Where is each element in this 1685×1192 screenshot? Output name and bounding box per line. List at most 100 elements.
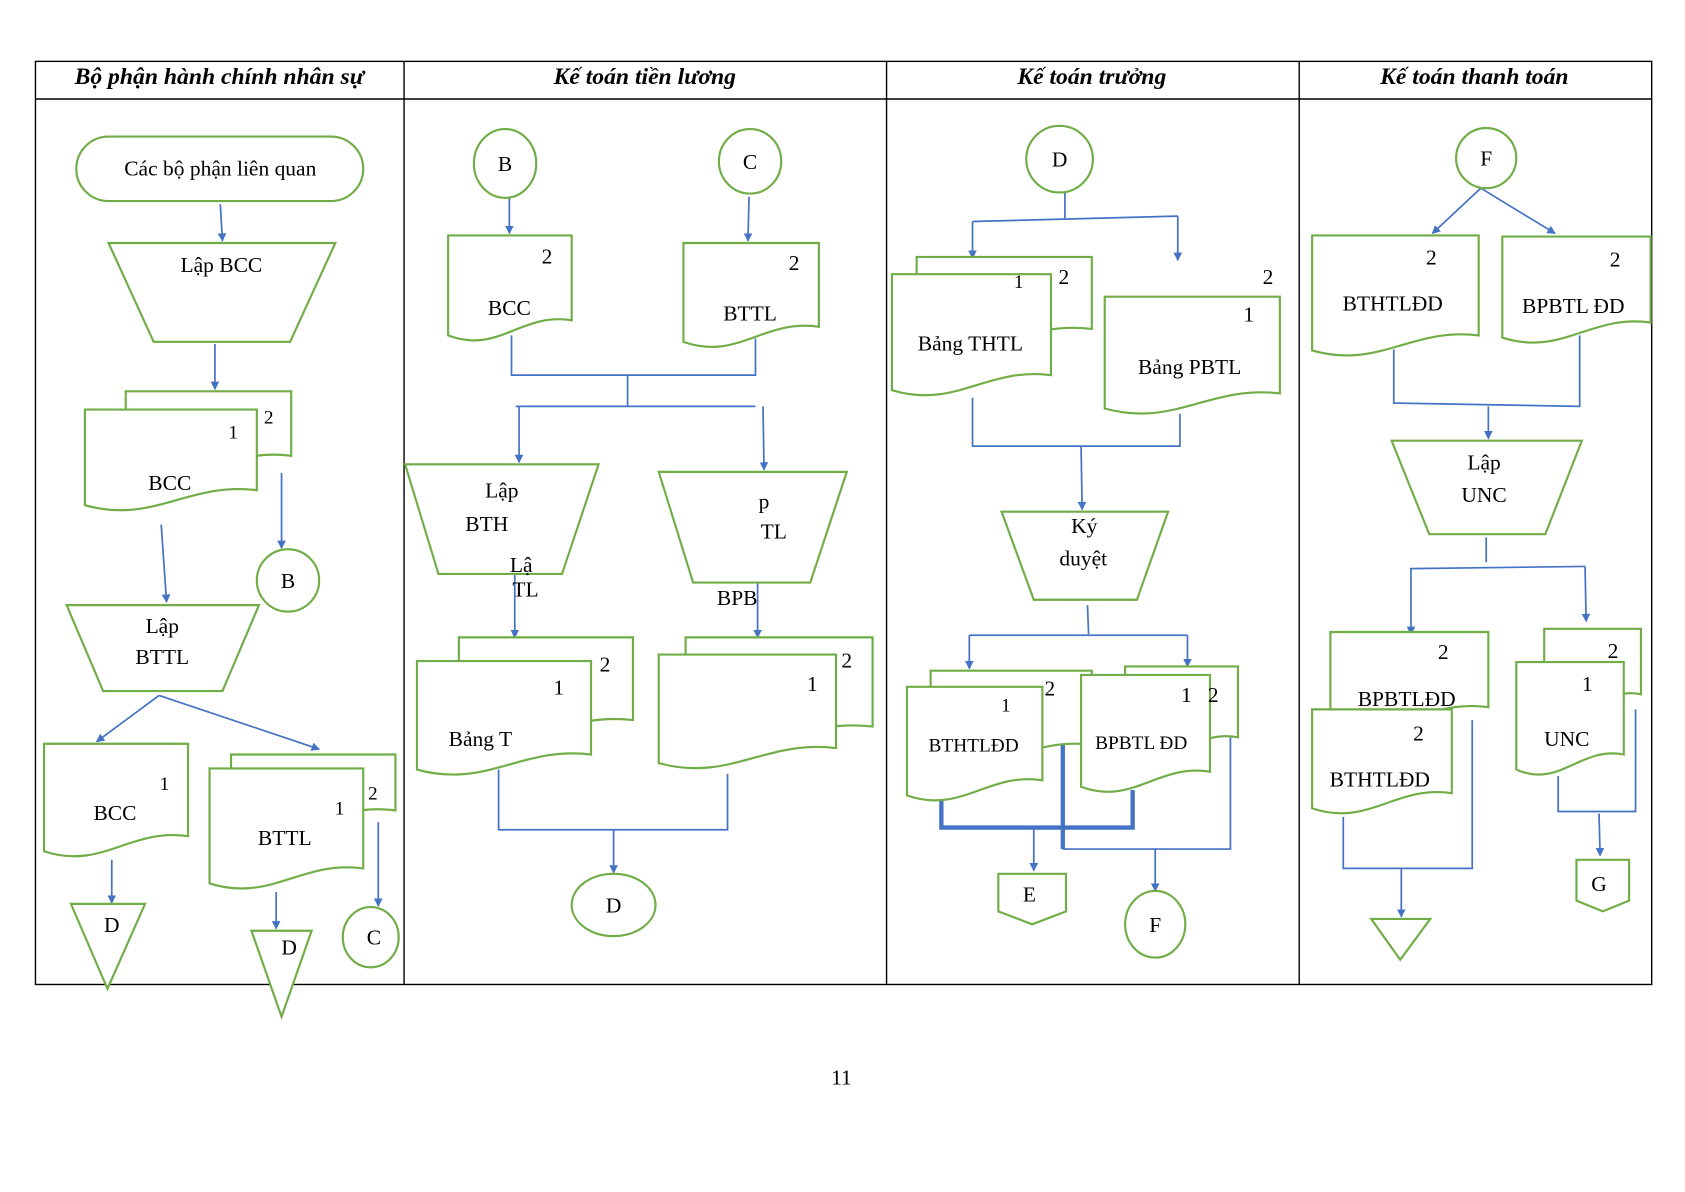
document-shape bbox=[447, 234, 573, 342]
shape-label: BTHTLĐD bbox=[1343, 292, 1443, 316]
manual-operation-shape bbox=[106, 241, 337, 343]
flow-line bbox=[1392, 335, 1581, 408]
shape-label: BPB bbox=[717, 586, 758, 610]
document-shape bbox=[83, 408, 258, 512]
flow-arrow bbox=[759, 406, 769, 471]
flow-line bbox=[971, 397, 1181, 447]
shape-label: D bbox=[606, 893, 622, 917]
shape-label: 2 bbox=[841, 648, 852, 672]
shape-label: 2 bbox=[542, 244, 553, 268]
connector-circle bbox=[255, 548, 321, 613]
shape-label: 2 bbox=[600, 653, 611, 677]
shape-label: BCC bbox=[488, 296, 531, 320]
document-shape bbox=[1501, 235, 1652, 344]
manual-operation-shape bbox=[657, 470, 849, 584]
flow-arrow bbox=[1595, 813, 1605, 857]
lane-header-payment-accountant: Kế toán thanh toán bbox=[1379, 64, 1568, 90]
swimlane-table: Bộ phận hành chính nhân sự Kế toán tiền … bbox=[34, 60, 1653, 986]
shape-label: E bbox=[1023, 883, 1036, 907]
storage-triangle bbox=[69, 902, 147, 992]
shape-label: 1 bbox=[335, 799, 345, 820]
shape-label: 2 bbox=[1208, 683, 1219, 707]
shape-label: B bbox=[498, 152, 512, 176]
shape-label: 1 bbox=[1582, 672, 1593, 696]
document-shape bbox=[1311, 234, 1480, 357]
shape-label: BPBTL ĐD bbox=[1522, 294, 1624, 318]
flow-arrow bbox=[1077, 446, 1087, 511]
flow-line bbox=[510, 335, 757, 377]
flow-arrow bbox=[1480, 187, 1556, 235]
shape-label: BTH bbox=[465, 512, 508, 536]
shape-label: UNC bbox=[1461, 483, 1506, 507]
document-shape bbox=[1079, 673, 1212, 793]
shape-label: D bbox=[104, 913, 120, 937]
shape-label: 2 bbox=[368, 784, 378, 805]
document-shape bbox=[682, 241, 820, 348]
flow-line bbox=[1557, 709, 1637, 813]
shape-label: F bbox=[1149, 913, 1161, 937]
offpage-connector bbox=[1575, 858, 1631, 913]
flow-arrow bbox=[160, 524, 171, 603]
flow-arrow bbox=[217, 204, 227, 242]
page-number: 11 bbox=[831, 1065, 852, 1089]
shape-label: 2 bbox=[789, 251, 800, 275]
shape-label: BCC bbox=[148, 471, 191, 495]
shape-label: BCC bbox=[93, 801, 136, 825]
connector-circle bbox=[570, 872, 657, 938]
shape-label: Ký bbox=[1071, 514, 1098, 538]
shape-label: UNC bbox=[1544, 727, 1589, 751]
connector-circle bbox=[341, 906, 400, 969]
shape-label: BPBTL ĐD bbox=[1095, 733, 1187, 754]
shape-label: 2 bbox=[1438, 640, 1449, 664]
shape-label: 1 bbox=[1243, 302, 1254, 326]
shape-label: Lập BCC bbox=[180, 253, 262, 277]
shape-label: D bbox=[281, 935, 297, 959]
document-shape bbox=[42, 742, 190, 858]
shape-label: F bbox=[1480, 147, 1492, 171]
lane-header-hr: Bộ phận hành chính nhân sự bbox=[74, 64, 366, 90]
shape-label: TL bbox=[512, 578, 538, 602]
shape-label: Lập bbox=[146, 614, 179, 638]
shape-label: Bảng THTL bbox=[918, 331, 1023, 355]
shape-label: duyệt bbox=[1059, 546, 1107, 570]
shape-label: B bbox=[281, 569, 295, 593]
shape-label: BTTL bbox=[258, 826, 312, 850]
shape-label: 2 bbox=[1045, 676, 1056, 700]
shapes bbox=[42, 124, 1652, 1020]
shape-label: 2 bbox=[1413, 722, 1424, 746]
shape-label: 2 bbox=[1426, 245, 1437, 269]
shape-label: D bbox=[1052, 148, 1068, 172]
shape-label: 1 bbox=[553, 675, 564, 699]
document-shape bbox=[1515, 661, 1625, 776]
terminator-shape bbox=[75, 135, 365, 203]
flow-line bbox=[939, 786, 1135, 830]
flow-line bbox=[972, 215, 1178, 223]
storage-triangle bbox=[249, 929, 314, 1020]
flow-line bbox=[497, 769, 729, 831]
flow-arrow bbox=[158, 694, 321, 751]
document-shape bbox=[657, 653, 838, 770]
manual-operation-shape bbox=[403, 463, 601, 576]
shape-label: 1 bbox=[1014, 272, 1024, 293]
connector-circle bbox=[472, 128, 538, 199]
manual-operation-shape bbox=[65, 604, 261, 693]
shape-label: p bbox=[759, 489, 770, 513]
connector-circle bbox=[1025, 124, 1094, 194]
connector-circle bbox=[1455, 126, 1518, 190]
shape-label: 2 bbox=[1610, 248, 1621, 272]
shape-label: Lập bbox=[485, 479, 518, 503]
shape-label: Bảng T bbox=[449, 727, 512, 751]
shape-label: 2 bbox=[1263, 265, 1274, 289]
shape-label: Lậ bbox=[510, 553, 533, 577]
shape-label: C bbox=[367, 926, 381, 950]
document-shape bbox=[890, 273, 1053, 397]
document-shape bbox=[415, 659, 593, 776]
shape-label: TL bbox=[761, 520, 787, 544]
shape-label: BTHTLĐD bbox=[1330, 768, 1430, 792]
document-shape bbox=[905, 685, 1044, 802]
shape-label: 1 bbox=[160, 774, 170, 795]
flow-line bbox=[1342, 720, 1474, 870]
shape-label: 1 bbox=[1181, 683, 1192, 707]
